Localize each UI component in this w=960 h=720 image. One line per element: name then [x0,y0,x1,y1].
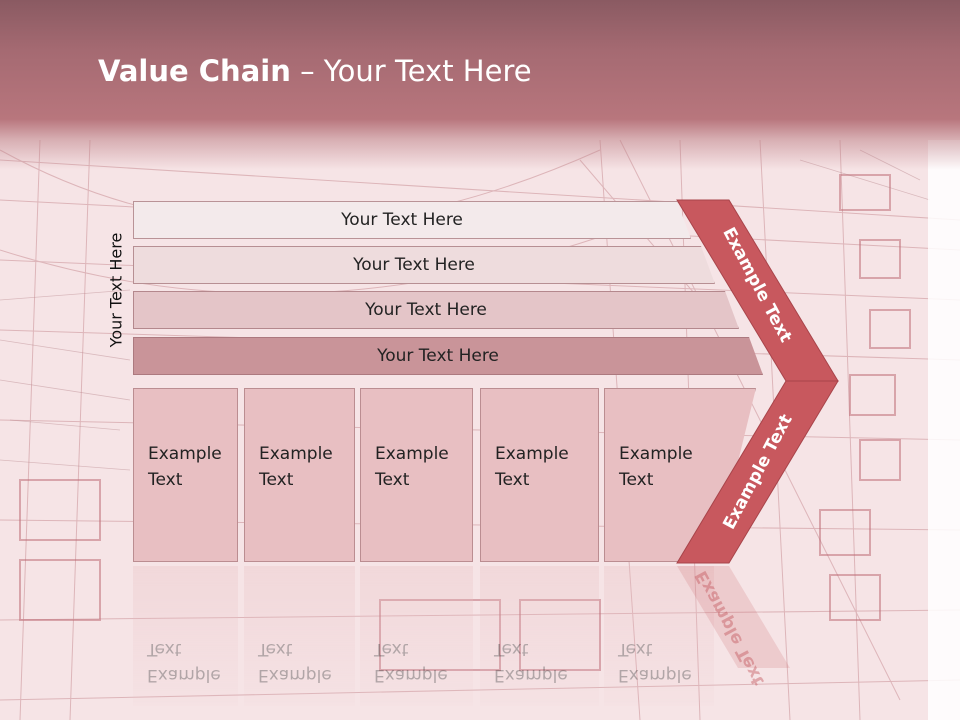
row-label: Your Text Here [377,346,499,366]
row-label: Your Text Here [353,255,475,275]
title-rest: – Your Text Here [290,54,532,88]
value-row-3[interactable]: Your Text Here [133,291,739,329]
box-line-1: Example [148,444,222,464]
box-line-2: Text [375,470,410,490]
value-row-1[interactable]: Your Text Here [133,201,691,239]
row-label: Your Text Here [365,300,487,320]
value-row-2[interactable]: Your Text Here [133,246,715,284]
box-line-2: Text [619,470,654,490]
box-line-2: Text [495,470,530,490]
box-line-1: Example [375,444,449,464]
right-strip [928,140,960,720]
header-band [0,0,960,170]
box-line-1: Example [619,444,693,464]
box-line-2: Text [148,470,183,490]
box-line-2: Text [259,470,294,490]
row-label: Your Text Here [341,210,463,230]
page-title: Value Chain – Your Text Here [98,54,532,88]
chevron-reflection [677,566,790,668]
value-row-4[interactable]: Your Text Here [133,337,763,375]
title-bold: Value Chain [98,54,291,88]
box-line-1: Example [259,444,333,464]
chevron-lower-arm [676,380,839,564]
box-line-1: Example [495,444,569,464]
